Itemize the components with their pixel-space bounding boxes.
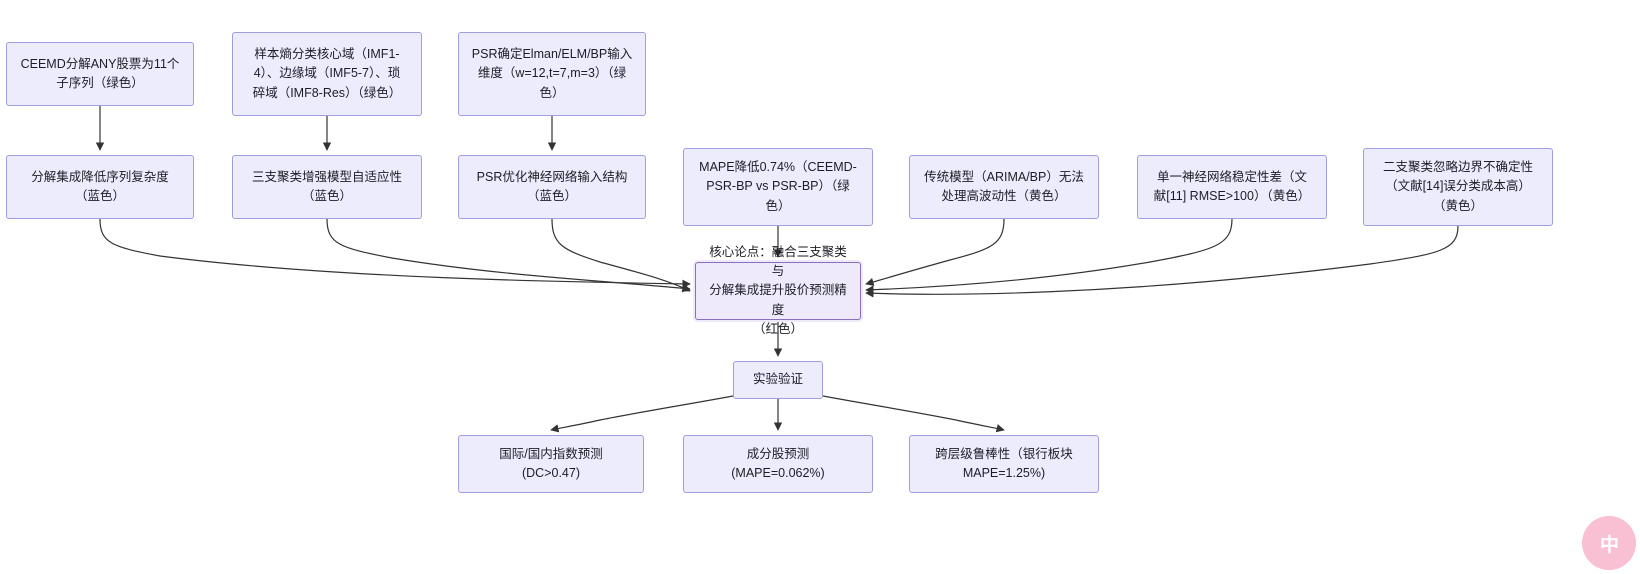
edge-n6-n11 [551, 218, 691, 292]
edge-n4-n11 [99, 218, 691, 289]
node-experimental-verification[interactable]: 实验验证 [733, 361, 823, 399]
edge-n9-n11 [865, 218, 1233, 294]
edge-n8-n11 [865, 218, 1005, 287]
node-label: 核心论点：融合三支聚类与 分解集成提升股价预测精度 （红色） [709, 244, 847, 337]
edge-n12-n15 [822, 395, 1005, 433]
node-label: MAPE降低0.74%（CEEMD- PSR-BP vs PSR-BP）（绿 色… [699, 159, 857, 213]
node-single-network-instability[interactable]: 单一神经网络稳定性差（文 献[11] RMSE>100）（黄色） [1137, 155, 1327, 219]
node-three-way-clustering-adaptivity[interactable]: 三支聚类增强模型自适应性 （蓝色） [232, 155, 422, 219]
node-label: 成分股预测 (MAPE=0.062%) [731, 446, 825, 480]
node-traditional-model-limitation[interactable]: 传统模型（ARIMA/BP）无法 处理高波动性（黄色） [909, 155, 1099, 219]
node-label: PSR确定Elman/ELM/BP输入 维度（w=12,t=7,m=3）（绿 色… [471, 46, 633, 100]
node-core-claim[interactable]: 核心论点：融合三支聚类与 分解集成提升股价预测精度 （红色） [695, 245, 861, 336]
node-constituent-stock-result[interactable]: 成分股预测 (MAPE=0.062%) [683, 435, 873, 493]
node-label: 实验验证 [752, 372, 803, 387]
node-label: 单一神经网络稳定性差（文 献[11] RMSE>100）（黄色） [1153, 169, 1311, 203]
node-label: 跨层级鲁棒性（银行板块 MAPE=1.25%) [935, 446, 1073, 480]
node-label: CEEMD分解ANY股票为11个 子序列（绿色） [20, 56, 180, 90]
node-ceemd-decomposition[interactable]: CEEMD分解ANY股票为11个 子序列（绿色） [6, 42, 194, 106]
node-index-prediction-result[interactable]: 国际/国内指数预测 (DC>0.47) [458, 435, 644, 493]
edge-n5-n11 [326, 218, 691, 293]
node-label: 分解集成降低序列复杂度 （蓝色） [31, 169, 169, 203]
node-mape-reduction[interactable]: MAPE降低0.74%（CEEMD- PSR-BP vs PSR-BP）（绿 色… [683, 148, 873, 226]
node-label: 国际/国内指数预测 (DC>0.47) [499, 446, 603, 480]
node-label: 三支聚类增强模型自适应性 （蓝色） [251, 169, 402, 203]
node-two-way-clustering-limitation[interactable]: 二支聚类忽略边界不确定性 （文献[14]误分类成本高） （黄色） [1363, 148, 1553, 226]
node-label: 样本熵分类核心域（IMF1- 4）、边缘域（IMF5-7）、琐 碎域（IMF8-… [252, 46, 402, 100]
watermark-label: 中 [1599, 534, 1619, 556]
watermark-badge: 中 [1582, 516, 1636, 570]
node-label: PSR优化神经网络输入结构 （蓝色） [476, 169, 628, 203]
node-sample-entropy-classification[interactable]: 样本熵分类核心域（IMF1- 4）、边缘域（IMF5-7）、琐 碎域（IMF8-… [232, 32, 422, 116]
edge-n12-n13 [550, 395, 734, 433]
node-psr-optimizes-network-structure[interactable]: PSR优化神经网络输入结构 （蓝色） [458, 155, 646, 219]
node-psr-input-dimension[interactable]: PSR确定Elman/ELM/BP输入 维度（w=12,t=7,m=3）（绿 色… [458, 32, 646, 116]
node-label: 传统模型（ARIMA/BP）无法 处理高波动性（黄色） [924, 169, 1084, 203]
edge-n10-n11 [865, 225, 1459, 298]
node-label: 二支聚类忽略边界不确定性 （文献[14]误分类成本高） （黄色） [1382, 159, 1533, 213]
node-decomposition-reduces-complexity[interactable]: 分解集成降低序列复杂度 （蓝色） [6, 155, 194, 219]
node-cross-level-robustness-result[interactable]: 跨层级鲁棒性（银行板块 MAPE=1.25%) [909, 435, 1099, 493]
